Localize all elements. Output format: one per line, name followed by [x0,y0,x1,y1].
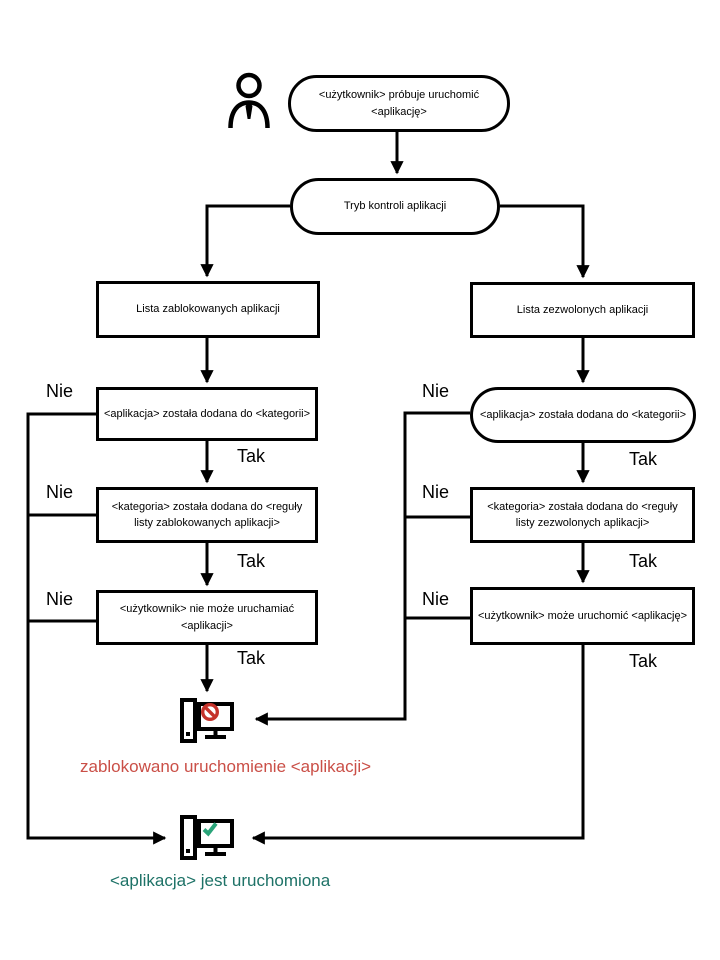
edge-label-yes: Tak [237,446,266,466]
node-text: <aplikacja> została dodana do <kategorii… [103,407,311,420]
node-allowed-list: Lista zezwolonych aplikacji [470,282,695,338]
node-text: listy zablokowanych aplikacji> [134,517,280,529]
edge-label-no: Nie [46,381,74,401]
node-text: <kategoria> została dodana do <reguły [111,500,303,513]
node-text: <kategoria> została dodana do <reguły [487,500,678,513]
status-blocked-text: zablokowano uruchomienie <aplikacji> [80,757,372,776]
edge-label-yes: Tak [237,648,266,668]
node-text: <aplikacja> została dodana do <kategorii… [479,408,687,421]
node-text: <użytkownik> nie może uruchamiać [119,603,295,615]
edge-label-no: Nie [46,482,74,502]
node-start: <użytkownik> próbuje uruchomić <aplikacj… [288,75,510,132]
user-icon [228,72,270,128]
edge-label-yes: Tak [629,651,658,671]
prohibition-sign-icon [201,702,220,722]
node-text: Lista zezwolonych aplikacji [516,303,649,316]
node-blocked-app-in-category: <aplikacja> została dodana do <kategorii… [96,387,318,441]
node-user-cannot-run: <użytkownik> nie może uruchamiać <aplika… [96,590,318,645]
node-allowed-app-in-category: <aplikacja> została dodana do <kategorii… [470,387,696,443]
edge-label-yes: Tak [629,449,658,469]
node-text: Tryb kontroli aplikacji [343,200,447,213]
node-text: Lista zablokowanych aplikacji [136,303,280,316]
edge-label-no: Nie [46,589,74,609]
edge-label-no: Nie [422,482,450,502]
node-blocked-category-in-rule: <kategoria> została dodana do <reguły li… [96,487,318,543]
status-running-text: <aplikacja> jest uruchomiona [110,871,331,890]
node-text: <użytkownik> próbuje uruchomić [318,89,480,101]
edge-label-no: Nie [422,589,450,609]
node-text: <aplikacji> [181,619,233,632]
node-text: <aplikację> [371,105,427,118]
edge-label-no: Nie [422,381,450,401]
check-icon [202,822,218,837]
node-text: listy zezwolonych aplikacji> [515,517,650,529]
node-allowed-category-in-rule: <kategoria> została dodana do <reguły li… [470,487,695,543]
edge-label-yes: Tak [237,551,266,571]
node-app-control-mode: Tryb kontroli aplikacji [290,178,500,235]
node-text: <użytkownik> może uruchomić <aplikację> [477,609,688,622]
node-user-can-run: <użytkownik> może uruchomić <aplikację> [470,587,695,645]
computer-blocked-icon [180,698,234,743]
node-blocked-list: Lista zablokowanych aplikacji [96,281,320,338]
edge-label-yes: Tak [629,551,658,571]
computer-running-icon [180,815,234,860]
